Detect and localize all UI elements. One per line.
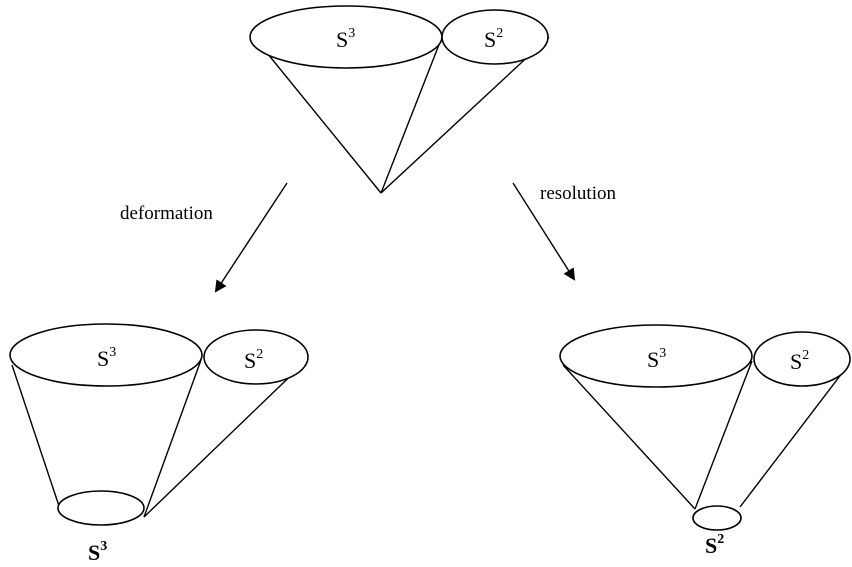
top-cone-s3-label: S3 (336, 26, 355, 52)
deformation-cone-s2-ellipse (203, 329, 309, 385)
resolution-cone-edge-left (562, 364, 696, 510)
deformation-arrow-line (214, 182, 288, 293)
deformation-label: deformation (120, 203, 213, 224)
resolution-label: resolution (540, 183, 616, 204)
deformation-cone: S3 S2 S3 (9, 323, 309, 565)
deformation-cone-edge-right (143, 359, 308, 518)
resolution-arrow-line (512, 182, 576, 281)
deformation-cone-s2-label: S2 (244, 347, 263, 373)
deformation-cone-tip-label: S3 (88, 539, 107, 565)
resolution-cone-s3-ellipse (559, 324, 753, 388)
top-cone-edge-right (380, 36, 550, 194)
resolution-cone-s3-label: S3 (647, 346, 666, 372)
deformation-cone-edge-middle (143, 359, 202, 518)
resolution-cone-s2-ellipse (753, 331, 851, 387)
deformation-cone-s3-label: S3 (97, 345, 116, 371)
resolution-cone-edge-middle (694, 360, 753, 510)
top-cone-edge-left (253, 36, 382, 194)
deformation-arrow: deformation (120, 182, 288, 293)
deformation-cone-edge-left (11, 364, 61, 510)
resolution-cone-tip-label: S2 (705, 532, 724, 558)
top-cone-edge-middle (380, 36, 443, 194)
deformation-cone-tip-s3-ellipse (57, 490, 145, 526)
deformation-cone-s3-ellipse (9, 323, 203, 387)
top-cone: S3 S2 (249, 5, 550, 194)
resolution-arrow: resolution (512, 182, 616, 281)
top-cone-s2-ellipse (441, 9, 549, 65)
top-cone-s2-label: S2 (484, 26, 503, 52)
resolution-cone-s2-label: S2 (790, 348, 809, 374)
resolution-cone: S3 S2 S2 (559, 324, 851, 558)
resolution-cone-edge-right (739, 363, 850, 508)
resolution-cone-tip-s2-ellipse (692, 505, 742, 531)
